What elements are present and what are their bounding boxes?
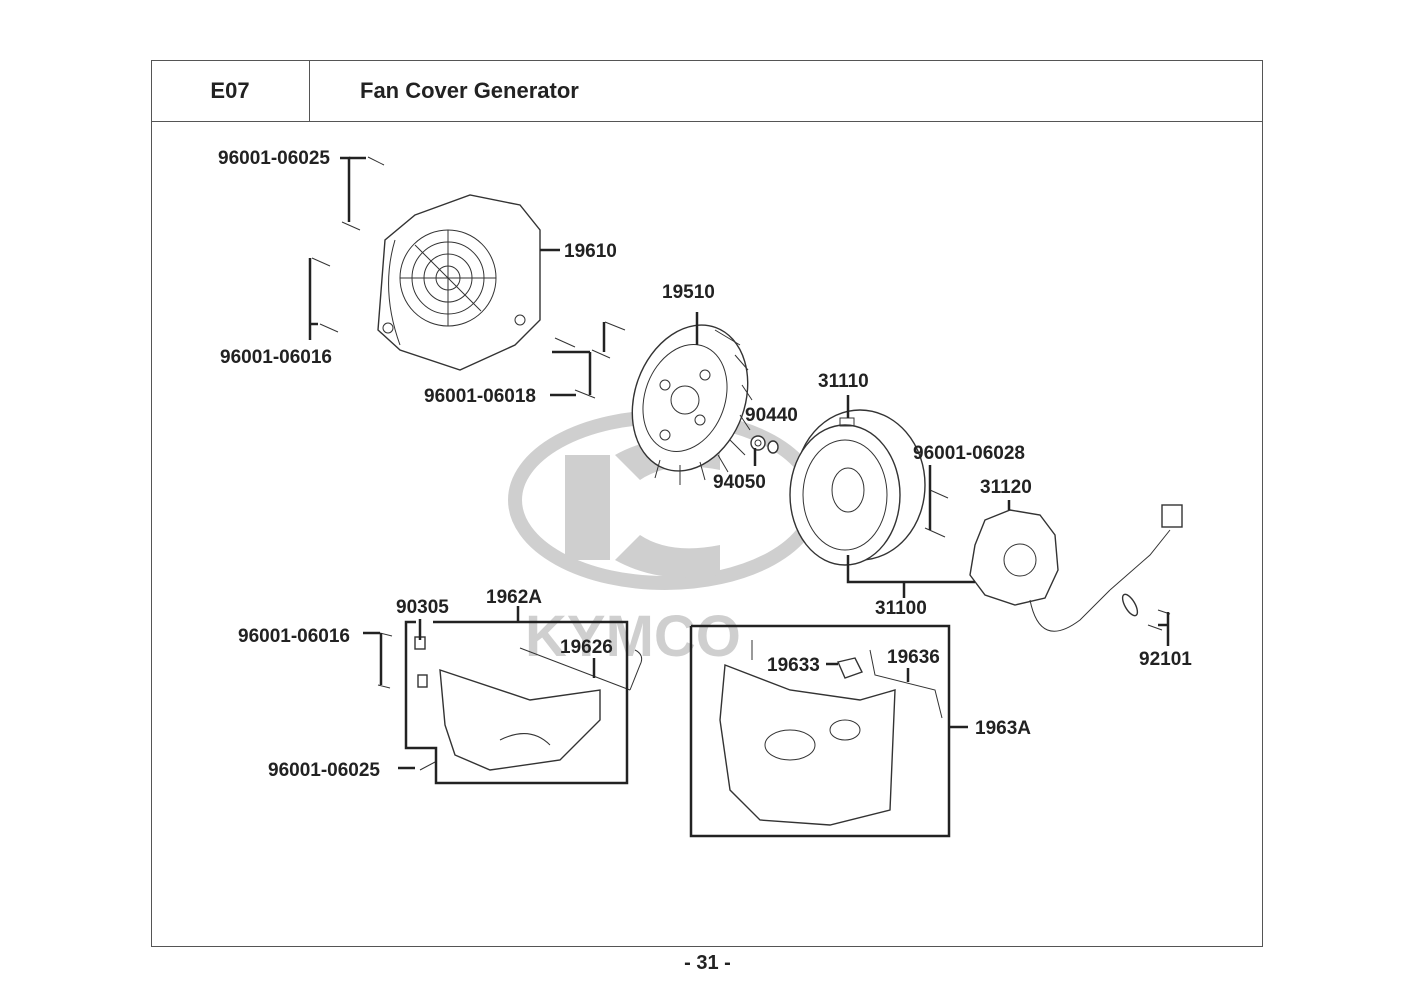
watermark-text: KYMCO [525,604,741,669]
part-label: 19610 [564,241,617,262]
page-number: - 31 - [684,952,731,974]
part-label: 96001-06025 [268,760,380,781]
part-label: 92101 [1139,649,1192,670]
diagram-frame [151,60,1263,947]
leader-lines [308,156,1170,838]
part-label: 19510 [662,282,715,303]
part-labels: 96001-06025 96001-06016 19610 19510 9600… [218,148,1192,781]
cooling-fan-drawing [631,324,753,485]
part-label: 31100 [875,598,927,619]
part-label: 1963A [975,718,1031,739]
bolts-drawing [311,156,1171,771]
section-code: E07 [151,60,310,122]
washer-nut-drawing [750,435,779,454]
part-label: 90440 [745,405,798,426]
part-label: 96001-06018 [424,386,536,407]
stator-drawing [969,504,1183,632]
shroud-1962a-drawing [414,636,643,771]
header-divider [151,121,1263,122]
part-label: 1962A [486,587,542,608]
part-label: 96001-06025 [218,148,330,169]
part-label: 19636 [887,647,940,668]
shroud-1963a-drawing [719,640,943,826]
part-label: 90305 [396,597,449,618]
part-label: 31120 [980,477,1032,498]
part-label: 94050 [713,472,766,493]
part-label: 19626 [560,637,613,658]
part-label: 31110 [818,371,869,392]
flywheel-rotor-drawing [789,409,926,566]
part-label: 96001-06016 [238,626,350,647]
watermark-k-stem [565,455,610,560]
part-label: 96001-06028 [913,443,1025,464]
watermark-k-lower [615,535,720,578]
page-title: Fan Cover Generator [360,78,579,103]
fan-cover-drawing [377,194,541,371]
part-label: 96001-06016 [220,347,332,368]
part-label: 19633 [767,655,820,676]
